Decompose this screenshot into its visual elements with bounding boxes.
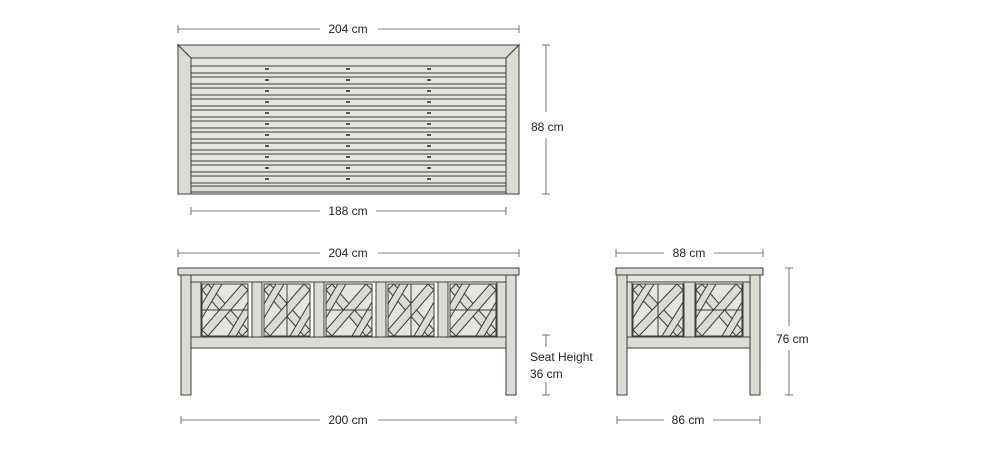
side-height-label: 76 cm [776, 332, 809, 346]
top-inner-width-label: 188 cm [328, 204, 367, 218]
side-post-right [742, 281, 751, 338]
side-view: 88 cm [615, 246, 809, 427]
top-width-label: 204 cm [328, 22, 367, 36]
front-base-width-label: 200 cm [328, 413, 367, 427]
side-post-left [626, 281, 633, 338]
front-lattice-panel-3 [325, 283, 373, 337]
front-left-leg [180, 274, 192, 396]
side-lattice-panel-1 [632, 283, 684, 337]
top-back-rail [176, 44, 521, 59]
side-upper-rail [626, 274, 751, 283]
side-front-leg [616, 274, 628, 396]
front-top-board [177, 267, 520, 276]
top-depth-label: 88 cm [531, 120, 564, 134]
side-post-middle [683, 281, 696, 338]
seat-height-dimension: Seat Height 36 cm [530, 334, 593, 396]
side-back-leg [749, 274, 761, 396]
front-width-label: 204 cm [328, 246, 367, 260]
top-width-dimension: 204 cm [177, 22, 520, 36]
side-base-depth-dimension: 86 cm [616, 413, 761, 427]
front-lattice-panel-4 [387, 283, 435, 337]
side-height-dimension: 76 cm [776, 267, 809, 396]
front-upper-rail [190, 274, 507, 283]
top-left-arm [177, 43, 192, 195]
top-screw-marks [265, 68, 431, 180]
front-lattice-panel-2 [263, 283, 311, 337]
top-inner-width-dimension: 188 cm [190, 204, 507, 218]
front-lattice-panel-1 [201, 283, 249, 337]
front-right-leg [505, 274, 517, 396]
side-base-depth-label: 86 cm [672, 413, 705, 427]
front-posts [190, 281, 507, 338]
front-base-width-dimension: 200 cm [180, 413, 517, 427]
top-right-arm [505, 43, 520, 195]
side-depth-label: 88 cm [673, 246, 706, 260]
seat-height-label: Seat Height [530, 350, 593, 364]
front-lattice-panel-5 [449, 283, 497, 337]
side-depth-dimension: 88 cm [615, 246, 764, 260]
front-lower-rail [190, 336, 507, 349]
side-lattice-panel-2 [695, 283, 743, 337]
front-view: 204 cm [177, 246, 593, 427]
front-width-dimension: 204 cm [177, 246, 520, 260]
top-depth-dimension: 88 cm [531, 44, 564, 195]
top-view: 204 cm [176, 22, 564, 218]
side-top-board [615, 267, 764, 276]
seat-height-value: 36 cm [530, 367, 563, 381]
side-lower-rail [626, 336, 751, 349]
